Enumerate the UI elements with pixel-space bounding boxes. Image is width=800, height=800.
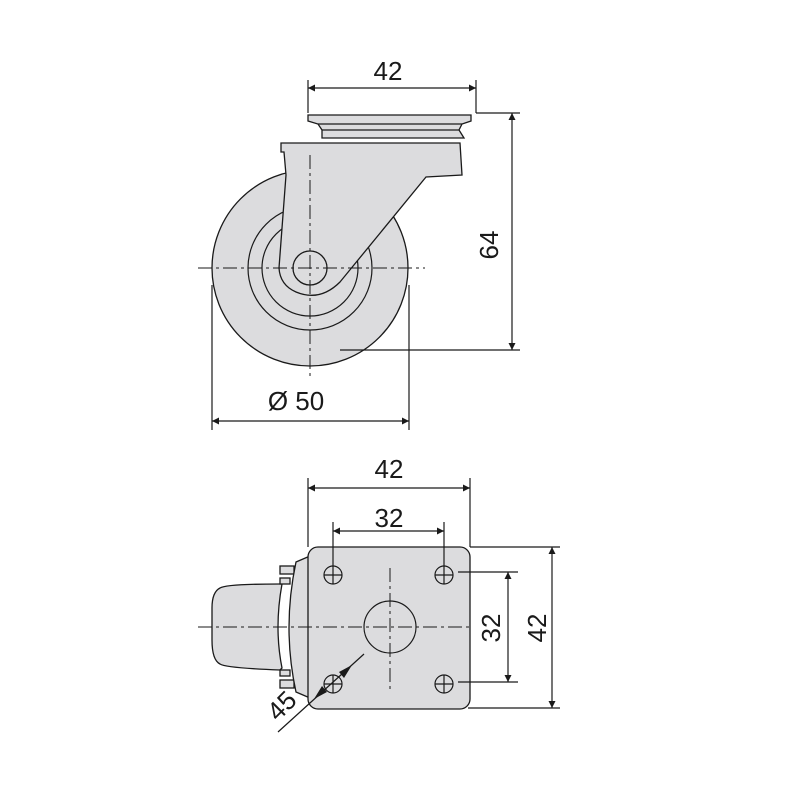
bottom-view: 42 32 32 42 45 xyxy=(198,454,560,733)
fork-tab xyxy=(279,669,291,677)
fork-tab xyxy=(279,577,291,585)
fork-bracket xyxy=(278,142,463,296)
dim-label-plate-height: 42 xyxy=(522,614,552,643)
arrow xyxy=(314,686,327,699)
dim-label-plate-width: 42 xyxy=(374,56,403,86)
mounting-plate xyxy=(307,546,471,710)
dim-label-hole-spacing-x: 32 xyxy=(375,503,404,533)
mounting-hole xyxy=(323,674,343,694)
side-view: 42 64 Ø 50 xyxy=(198,56,520,430)
top-plate xyxy=(307,114,472,139)
dim-label-height: 64 xyxy=(474,231,504,260)
mounting-hole xyxy=(434,674,454,694)
mounting-hole xyxy=(323,565,343,585)
fork-tab xyxy=(279,565,295,575)
mounting-hole xyxy=(434,565,454,585)
wheel-bottom xyxy=(211,583,283,671)
dim-label-plate-width: 42 xyxy=(375,454,404,484)
arrow xyxy=(339,665,352,678)
dim-label-wheel-diameter: Ø 50 xyxy=(268,386,324,416)
dim-label-hole-spacing-y: 32 xyxy=(476,614,506,643)
